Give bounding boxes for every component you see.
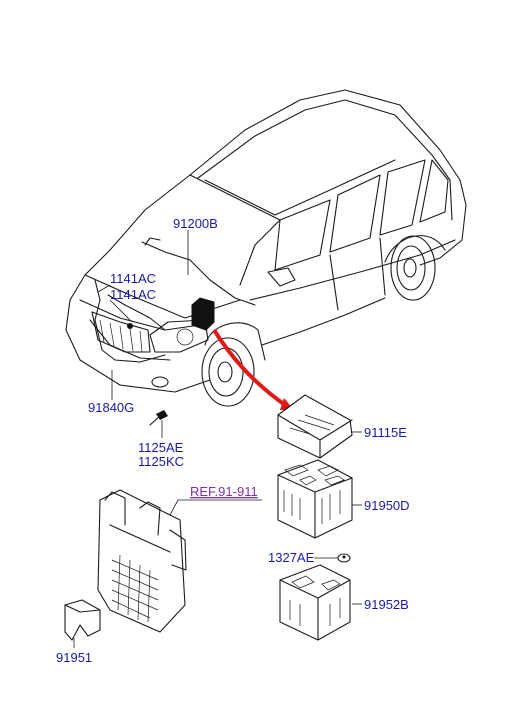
label-1141AC-upper: 1141AC (110, 271, 156, 286)
bracket-91951 (64, 599, 101, 641)
vehicle-drawing (65, 89, 467, 426)
label-1327AE: 1327AE (268, 550, 315, 565)
label-1125KC: 1125KC (138, 454, 184, 469)
fuse-box-cover-91115E (277, 394, 353, 459)
ref-link-91-911[interactable]: REF.91-911 (190, 484, 258, 499)
junction-box (97, 489, 187, 633)
label-1125AE: 1125AE (138, 440, 184, 455)
label-91115E: 91115E (364, 425, 407, 440)
label-91200B: 91200B (173, 216, 218, 231)
label-91840G: 91840G (88, 400, 134, 415)
label-91952B: 91952B (364, 597, 409, 612)
lower-box-91952B (279, 564, 351, 641)
leader-lines (73, 230, 362, 648)
label-1141AC-lower: 1141AC (110, 287, 156, 302)
label-91950D: 91950D (364, 498, 410, 513)
relay-box-91950D (277, 459, 353, 539)
label-91951: 91951 (56, 650, 92, 665)
location-pointer (212, 328, 287, 407)
nut-1327AE (337, 553, 351, 563)
